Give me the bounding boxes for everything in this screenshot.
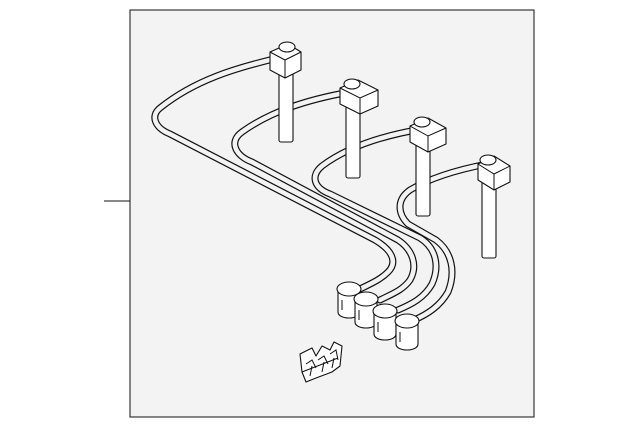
wire-separator-clip[interactable] <box>299 341 343 383</box>
spark-plug-wire-set[interactable] <box>151 41 511 351</box>
coil-boot-4 <box>394 313 420 351</box>
spark-plug-boot-1 <box>269 41 302 143</box>
spark-plug-boot-2 <box>339 78 379 179</box>
coil-boot-2 <box>353 291 379 329</box>
spark-plug-boot-3 <box>409 116 447 217</box>
spark-plug-boot-4 <box>477 154 511 259</box>
coil-boot-3 <box>372 303 398 341</box>
